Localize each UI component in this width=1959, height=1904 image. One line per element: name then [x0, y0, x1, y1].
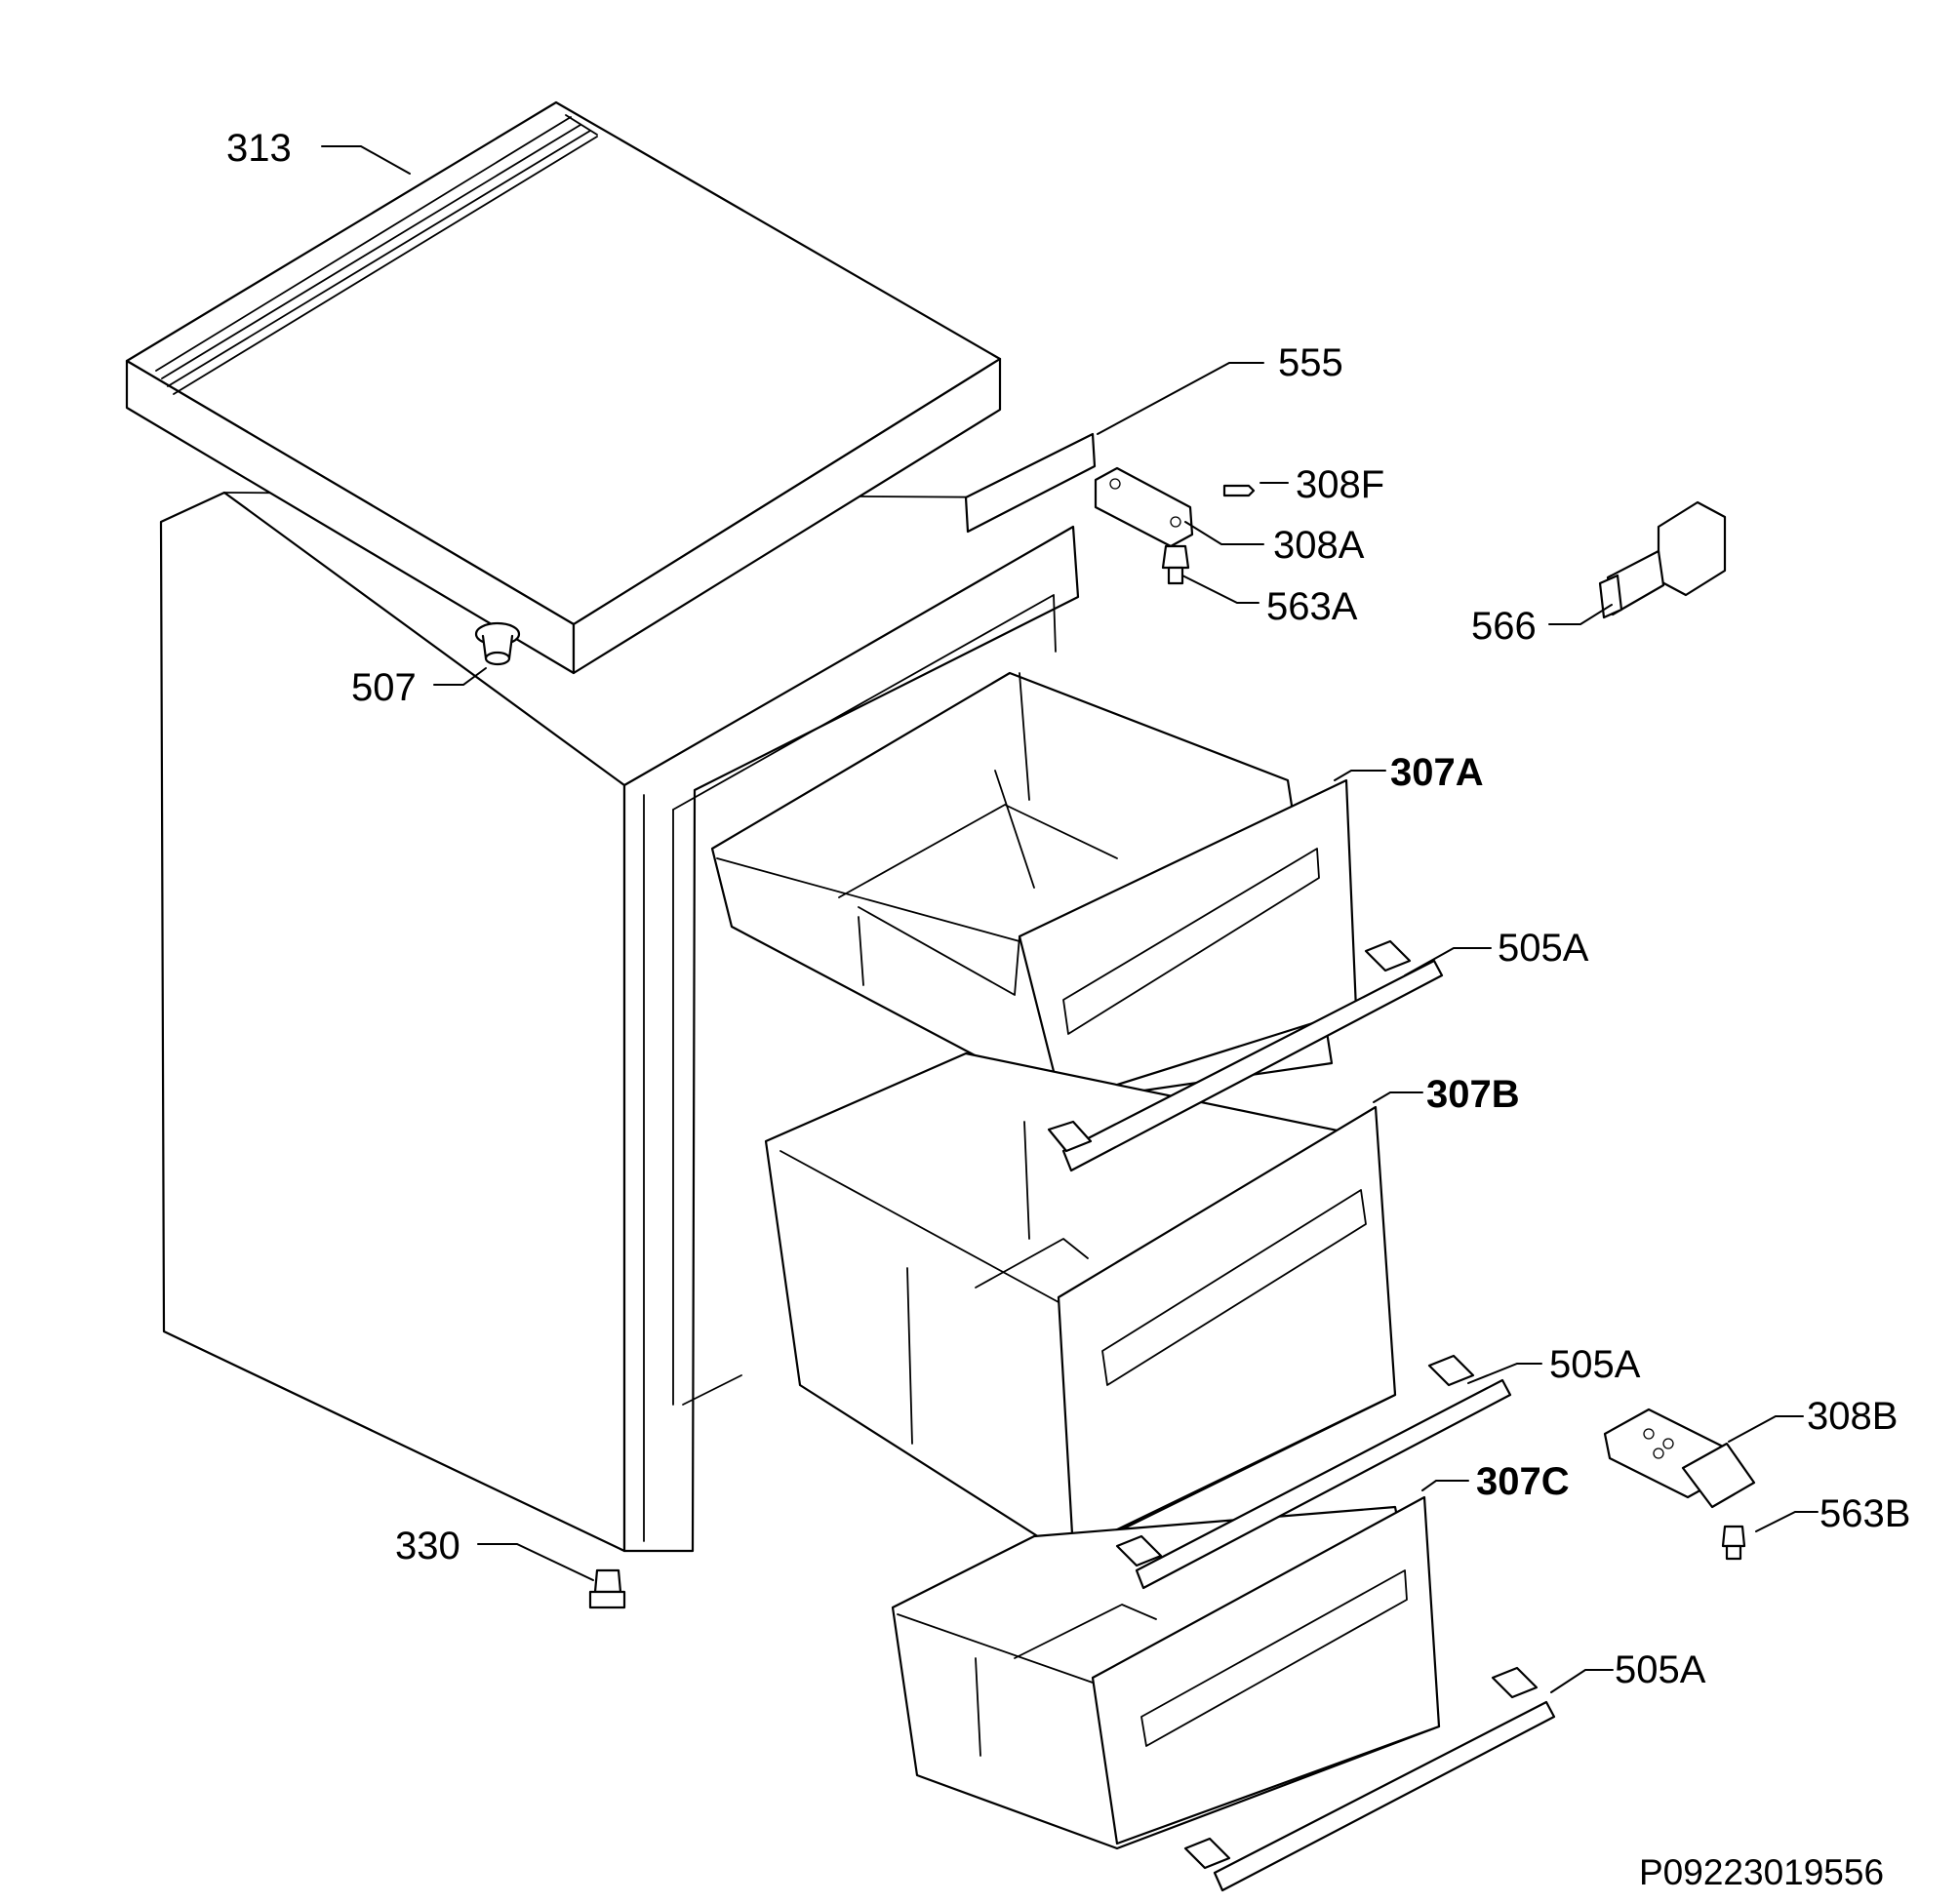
cap-507: [474, 621, 521, 666]
hinge-308a: [1094, 466, 1194, 548]
label-505a-2: 505A: [1549, 1343, 1641, 1386]
label-308f: 308F: [1296, 463, 1384, 506]
foot-330: [588, 1568, 626, 1609]
document-code: P09223019556: [1639, 1852, 1884, 1892]
label-330: 330: [395, 1525, 460, 1567]
label-563a: 563A: [1266, 585, 1358, 628]
label-566: 566: [1471, 605, 1537, 648]
label-307a: 307A: [1390, 751, 1484, 794]
rail-505a-1: [1047, 939, 1444, 1172]
hinge-308b: [1603, 1408, 1756, 1509]
strip-555: [964, 432, 1097, 534]
label-507: 507: [351, 666, 417, 709]
drawer-307b: [764, 1051, 1397, 1558]
screw-308f: [1222, 484, 1256, 497]
bolt-563a: [1161, 544, 1190, 585]
top-cover-313: [125, 100, 1002, 675]
cabinet-body: [159, 491, 1080, 1553]
label-308b: 308B: [1807, 1395, 1898, 1438]
bolt-563b: [1721, 1525, 1746, 1561]
label-505a-1: 505A: [1498, 927, 1589, 970]
label-308a: 308A: [1273, 524, 1365, 567]
clip-566: [1598, 500, 1727, 619]
drawer-307a: [710, 671, 1358, 1104]
part-labels: 313 555 308F 308A 563A 566 507 307A 505A…: [226, 127, 1910, 1892]
label-313: 313: [226, 127, 292, 170]
rail-505a-3: [1183, 1666, 1556, 1892]
label-307c: 307C: [1476, 1460, 1570, 1503]
label-563b: 563B: [1819, 1492, 1910, 1535]
label-307b: 307B: [1426, 1073, 1520, 1116]
label-505a-3: 505A: [1615, 1648, 1706, 1691]
label-555: 555: [1278, 341, 1343, 384]
leader-lines: [321, 145, 1819, 1693]
drawer-307c: [891, 1495, 1441, 1850]
rail-505a-2: [1115, 1354, 1512, 1590]
